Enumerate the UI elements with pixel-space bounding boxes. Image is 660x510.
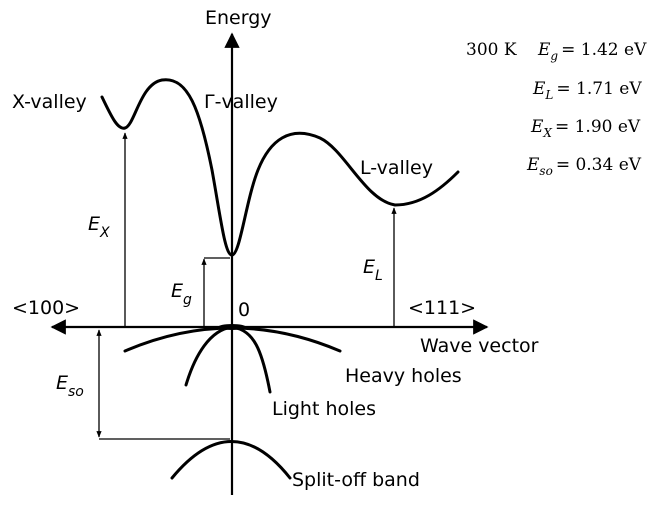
direction-111-label: <111> [408, 297, 476, 319]
eg-label: Eg [171, 280, 192, 308]
legend-el: EL= 1.71 eV [532, 79, 642, 102]
el-label: EL [363, 256, 383, 284]
origin-label: 0 [238, 299, 250, 321]
split-off-band-label: Split-off band [292, 469, 420, 491]
direction-100-label: <100> [12, 297, 80, 319]
energy-label: Energy [205, 7, 272, 29]
legend-eg: Eg= 1.42 eV [537, 40, 647, 63]
heavy-holes-label: Heavy holes [345, 365, 462, 387]
ex-label: EX [88, 213, 110, 241]
light-holes-band [184, 325, 272, 394]
legend-ex: EX= 1.90 eV [530, 117, 641, 140]
wave-vector-label: Wave vector [420, 335, 539, 357]
gamma-valley-label: Γ-valley [204, 91, 278, 113]
valence-band-maximum [218, 324, 246, 330]
split-off-band-curve [170, 440, 292, 480]
light-holes-label: Light holes [272, 398, 376, 420]
parameters-legend: 300 K Eg= 1.42 eV EL= 1.71 eV EX= 1.90 e… [466, 40, 647, 178]
legend-temperature: 300 K [466, 40, 517, 60]
legend-eso: Eso= 0.34 eV [526, 155, 642, 178]
eso-label: Eso [56, 372, 84, 400]
l-valley-label: L-valley [360, 157, 433, 179]
x-valley-label: X-valley [12, 91, 87, 113]
conduction-band-curve [100, 78, 460, 257]
